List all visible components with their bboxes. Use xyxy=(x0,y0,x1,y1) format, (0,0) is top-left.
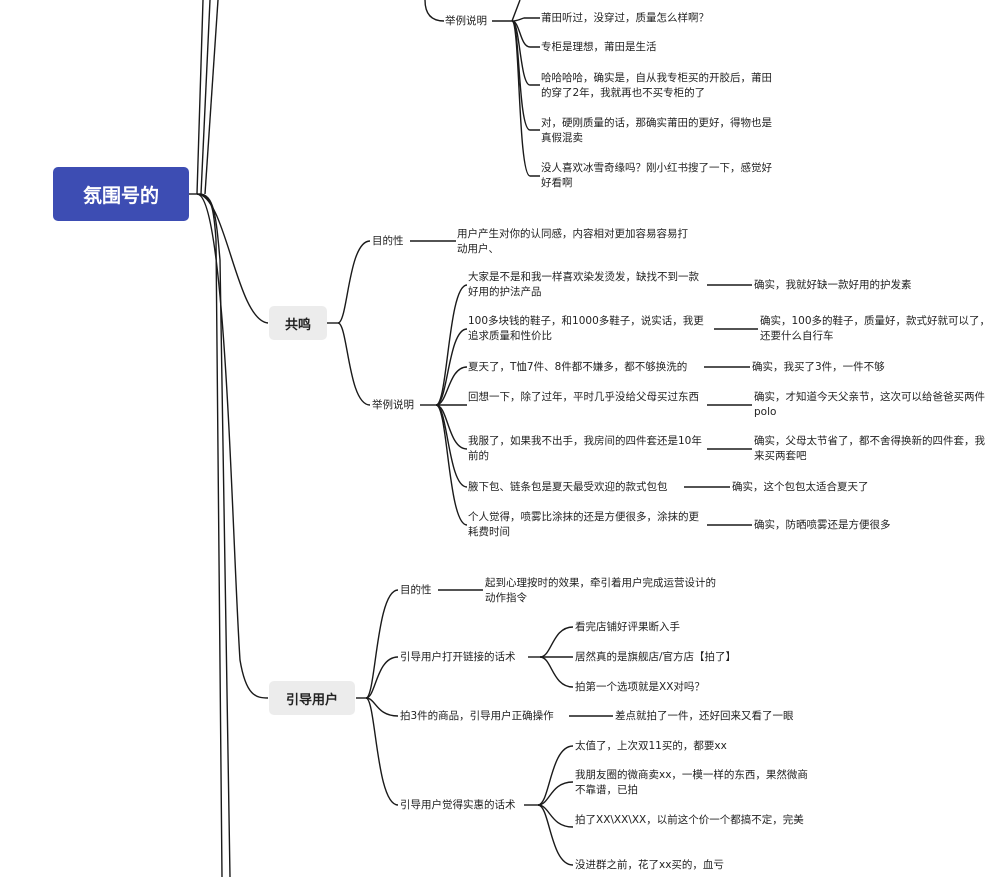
topic-yindao[interactable]: 引导用户 xyxy=(269,681,355,715)
yindao-value-item-4[interactable]: 没进群之前，花了xx买的，血亏 xyxy=(575,859,724,871)
gongming-example-a5[interactable]: 确实，父母太节省了，都不舍得换新的四件套，我来买两套吧 xyxy=(754,435,985,462)
gongming-example-q5[interactable]: 我服了，如果我不出手，我房间的四件套还是10年前的 xyxy=(468,435,702,462)
gongming-example-a7[interactable]: 确实，防晒喷雾还是方便很多 xyxy=(754,519,891,531)
yindao-value-item-3[interactable]: 拍了XX\XX\XX，以前这个价一个都搞不定，完美 xyxy=(575,814,804,826)
top-example-label[interactable]: 举例说明 xyxy=(445,15,487,27)
root-node[interactable]: 氛围号的 xyxy=(53,167,189,221)
top-example-item-5[interactable]: 没人喜欢冰雪奇缘吗？刚小红书搜了一下，感觉好好看啊 xyxy=(541,162,772,189)
top-example-item-1[interactable]: 莆田听过，没穿过，质量怎么样啊？ xyxy=(541,12,709,24)
top-example-item-3[interactable]: 哈哈哈哈，确实是，自从我专柜买的开胶后，莆田的穿了2年，我就再也不买专柜的了 xyxy=(541,72,772,99)
yindao-purpose-label[interactable]: 目的性 xyxy=(400,584,432,596)
topic-gongming[interactable]: 共鸣 xyxy=(269,306,327,340)
yindao-buy3-text[interactable]: 差点就拍了一件，还好回来又看了一眼 xyxy=(615,710,794,722)
gongming-example-q2[interactable]: 100多块钱的鞋子，和1000多鞋子，说实话，我更追求质量和性价比 xyxy=(468,315,704,342)
gongming-purpose-label[interactable]: 目的性 xyxy=(372,235,404,247)
yindao-value-item-1[interactable]: 太值了，上次双11买的，都要xx xyxy=(575,740,727,752)
top-example-item-4[interactable]: 对，硬刚质量的话，那确实莆田的更好，得物也是真假混卖 xyxy=(541,117,772,144)
gongming-example-a3[interactable]: 确实，我买了3件，一件不够 xyxy=(752,361,885,373)
gongming-example-a6[interactable]: 确实，这个包包太适合夏天了 xyxy=(732,481,869,493)
yindao-value-item-2[interactable]: 我朋友圈的微商卖xx，一模一样的东西，果然微商不靠谱，已拍 xyxy=(575,769,808,796)
yindao-value-label[interactable]: 引导用户觉得实惠的话术 xyxy=(400,799,516,811)
gongming-purpose-text[interactable]: 用户产生对你的认同感，内容相对更加容易容易打动用户、 xyxy=(457,228,688,255)
gongming-example-a1[interactable]: 确实，我就好缺一款好用的护发素 xyxy=(754,279,912,291)
top-example-item-2[interactable]: 专柜是理想，莆田是生活 xyxy=(541,41,657,53)
gongming-example-q7[interactable]: 个人觉得，喷雾比涂抹的还是方便很多，涂抹的更耗费时间 xyxy=(468,511,699,538)
gongming-example-q4[interactable]: 回想一下，除了过年，平时几乎没给父母买过东西 xyxy=(468,391,699,403)
yindao-link-label[interactable]: 引导用户打开链接的话术 xyxy=(400,651,516,663)
gongming-example-a2[interactable]: 确实，100多的鞋子，质量好，款式好就可以了，还要什么自行车 xyxy=(760,315,991,342)
gongming-example-q1[interactable]: 大家是不是和我一样喜欢染发烫发，缺找不到一款好用的护法产品 xyxy=(468,271,699,298)
gongming-example-q3[interactable]: 夏天了，T恤7件、8件都不嫌多，都不够换洗的 xyxy=(468,361,688,373)
yindao-buy3-label[interactable]: 拍3件的商品，引导用户正确操作 xyxy=(400,710,554,722)
yindao-link-item-2[interactable]: 居然真的是旗舰店/官方店【拍了】 xyxy=(575,651,737,663)
yindao-link-item-3[interactable]: 拍第一个选项就是XX对吗？ xyxy=(575,681,705,693)
gongming-example-a4[interactable]: 确实，才知道今天父亲节，这次可以给爸爸买两件polo xyxy=(754,391,985,418)
gongming-example-label[interactable]: 举例说明 xyxy=(372,399,414,411)
gongming-example-q6[interactable]: 腋下包、链条包是夏天最受欢迎的款式包包 xyxy=(468,481,668,493)
yindao-purpose-text[interactable]: 起到心理按时的效果，牵引着用户完成运营设计的动作指令 xyxy=(485,577,716,604)
yindao-link-item-1[interactable]: 看完店铺好评果断入手 xyxy=(575,621,680,633)
